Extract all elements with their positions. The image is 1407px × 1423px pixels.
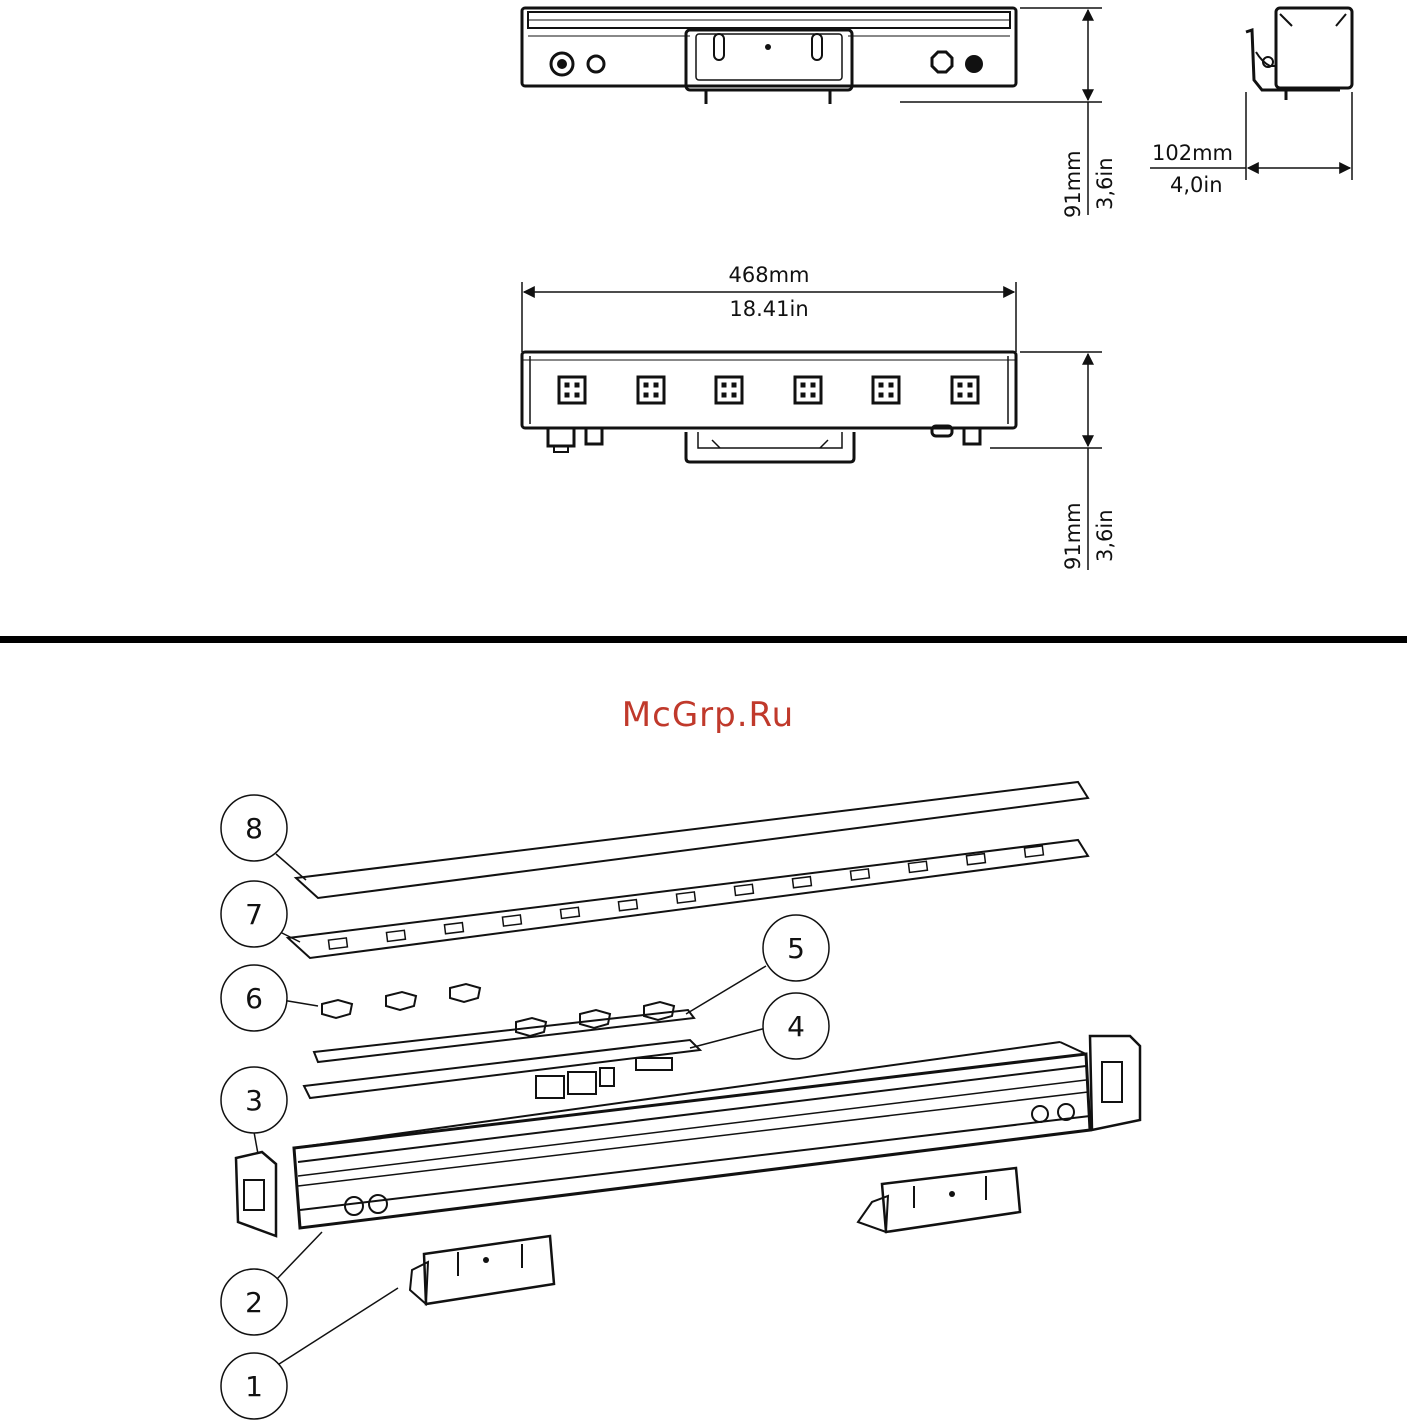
callout-4: 4 — [763, 993, 829, 1059]
depth-in-label: 4,0in — [1170, 173, 1223, 197]
callouts: 1 2 3 4 5 6 7 8 — [221, 795, 829, 1419]
callout-number: 3 — [245, 1084, 263, 1117]
callout-7: 7 — [221, 881, 287, 947]
mask-hole — [850, 869, 869, 880]
depth-dimension: 102mm 4,0in — [1150, 92, 1352, 197]
front-view — [522, 352, 1016, 462]
mask-hole — [386, 930, 405, 941]
callout-5: 5 — [763, 915, 829, 981]
callout-number: 4 — [787, 1010, 805, 1043]
height-top-mm-label: 91mm — [1061, 150, 1085, 218]
callout-number: 5 — [787, 932, 805, 965]
mask-hole — [966, 854, 985, 865]
part-7-mask — [288, 840, 1088, 958]
led-module-icon — [795, 377, 821, 403]
mask-hole — [328, 938, 347, 949]
part-1-bracket — [410, 1168, 1020, 1304]
connector-in-small-icon — [588, 56, 604, 72]
connector-out-small-icon — [965, 55, 983, 73]
mask-hole — [560, 907, 579, 918]
part-8-lens — [296, 782, 1088, 898]
top-view — [522, 8, 1016, 104]
led-module-icon — [638, 377, 664, 403]
part-5-led-board — [314, 1010, 694, 1062]
mask-hole — [792, 877, 811, 888]
mask-hole — [676, 892, 695, 903]
front-view-bracket — [686, 432, 854, 462]
watermark-text: McGrp.Ru — [622, 695, 794, 735]
section-separator — [0, 636, 1407, 643]
mask-hole — [1024, 846, 1043, 857]
callout-2: 2 — [221, 1269, 287, 1335]
callout-1: 1 — [221, 1353, 287, 1419]
exploded-view — [236, 782, 1140, 1304]
part-2-housing — [294, 1042, 1090, 1228]
led-modules — [559, 377, 978, 403]
height-top-in-label: 3,6in — [1093, 157, 1117, 210]
part-3-end-cap — [236, 1036, 1140, 1236]
height-bottom-in-label: 3,6in — [1093, 509, 1117, 562]
callout-number: 1 — [245, 1370, 263, 1403]
height-dimension-bottom: 91mm 3,6in — [990, 352, 1117, 570]
callout-number: 6 — [245, 982, 263, 1015]
mask-hole — [444, 923, 463, 934]
front-view-body — [522, 352, 1016, 428]
mask-hole — [908, 861, 927, 872]
length-in-label: 18.41in — [729, 297, 808, 321]
callout-3: 3 — [221, 1067, 287, 1133]
callout-number: 7 — [245, 898, 263, 931]
callout-8: 8 — [221, 795, 287, 861]
depth-mm-label: 102mm — [1152, 141, 1233, 165]
top-view-bracket — [686, 30, 852, 90]
callout-number: 8 — [245, 812, 263, 845]
callout-6: 6 — [221, 965, 287, 1031]
length-dimension: 468mm 18.41in — [522, 263, 1016, 352]
led-module-icon — [873, 377, 899, 403]
led-module-icon — [952, 377, 978, 403]
connector-out-icon — [932, 52, 952, 72]
side-view — [1246, 8, 1352, 100]
mask-hole — [734, 884, 753, 895]
height-dimension-top: 91mm 3,6in — [900, 8, 1117, 218]
length-mm-label: 468mm — [729, 263, 810, 287]
led-module-icon — [716, 377, 742, 403]
callout-number: 2 — [245, 1286, 263, 1319]
part-6-optics — [322, 984, 674, 1036]
mask-hole — [618, 900, 637, 911]
led-module-icon — [559, 377, 585, 403]
mask-hole — [502, 915, 521, 926]
height-bottom-mm-label: 91mm — [1061, 502, 1085, 570]
